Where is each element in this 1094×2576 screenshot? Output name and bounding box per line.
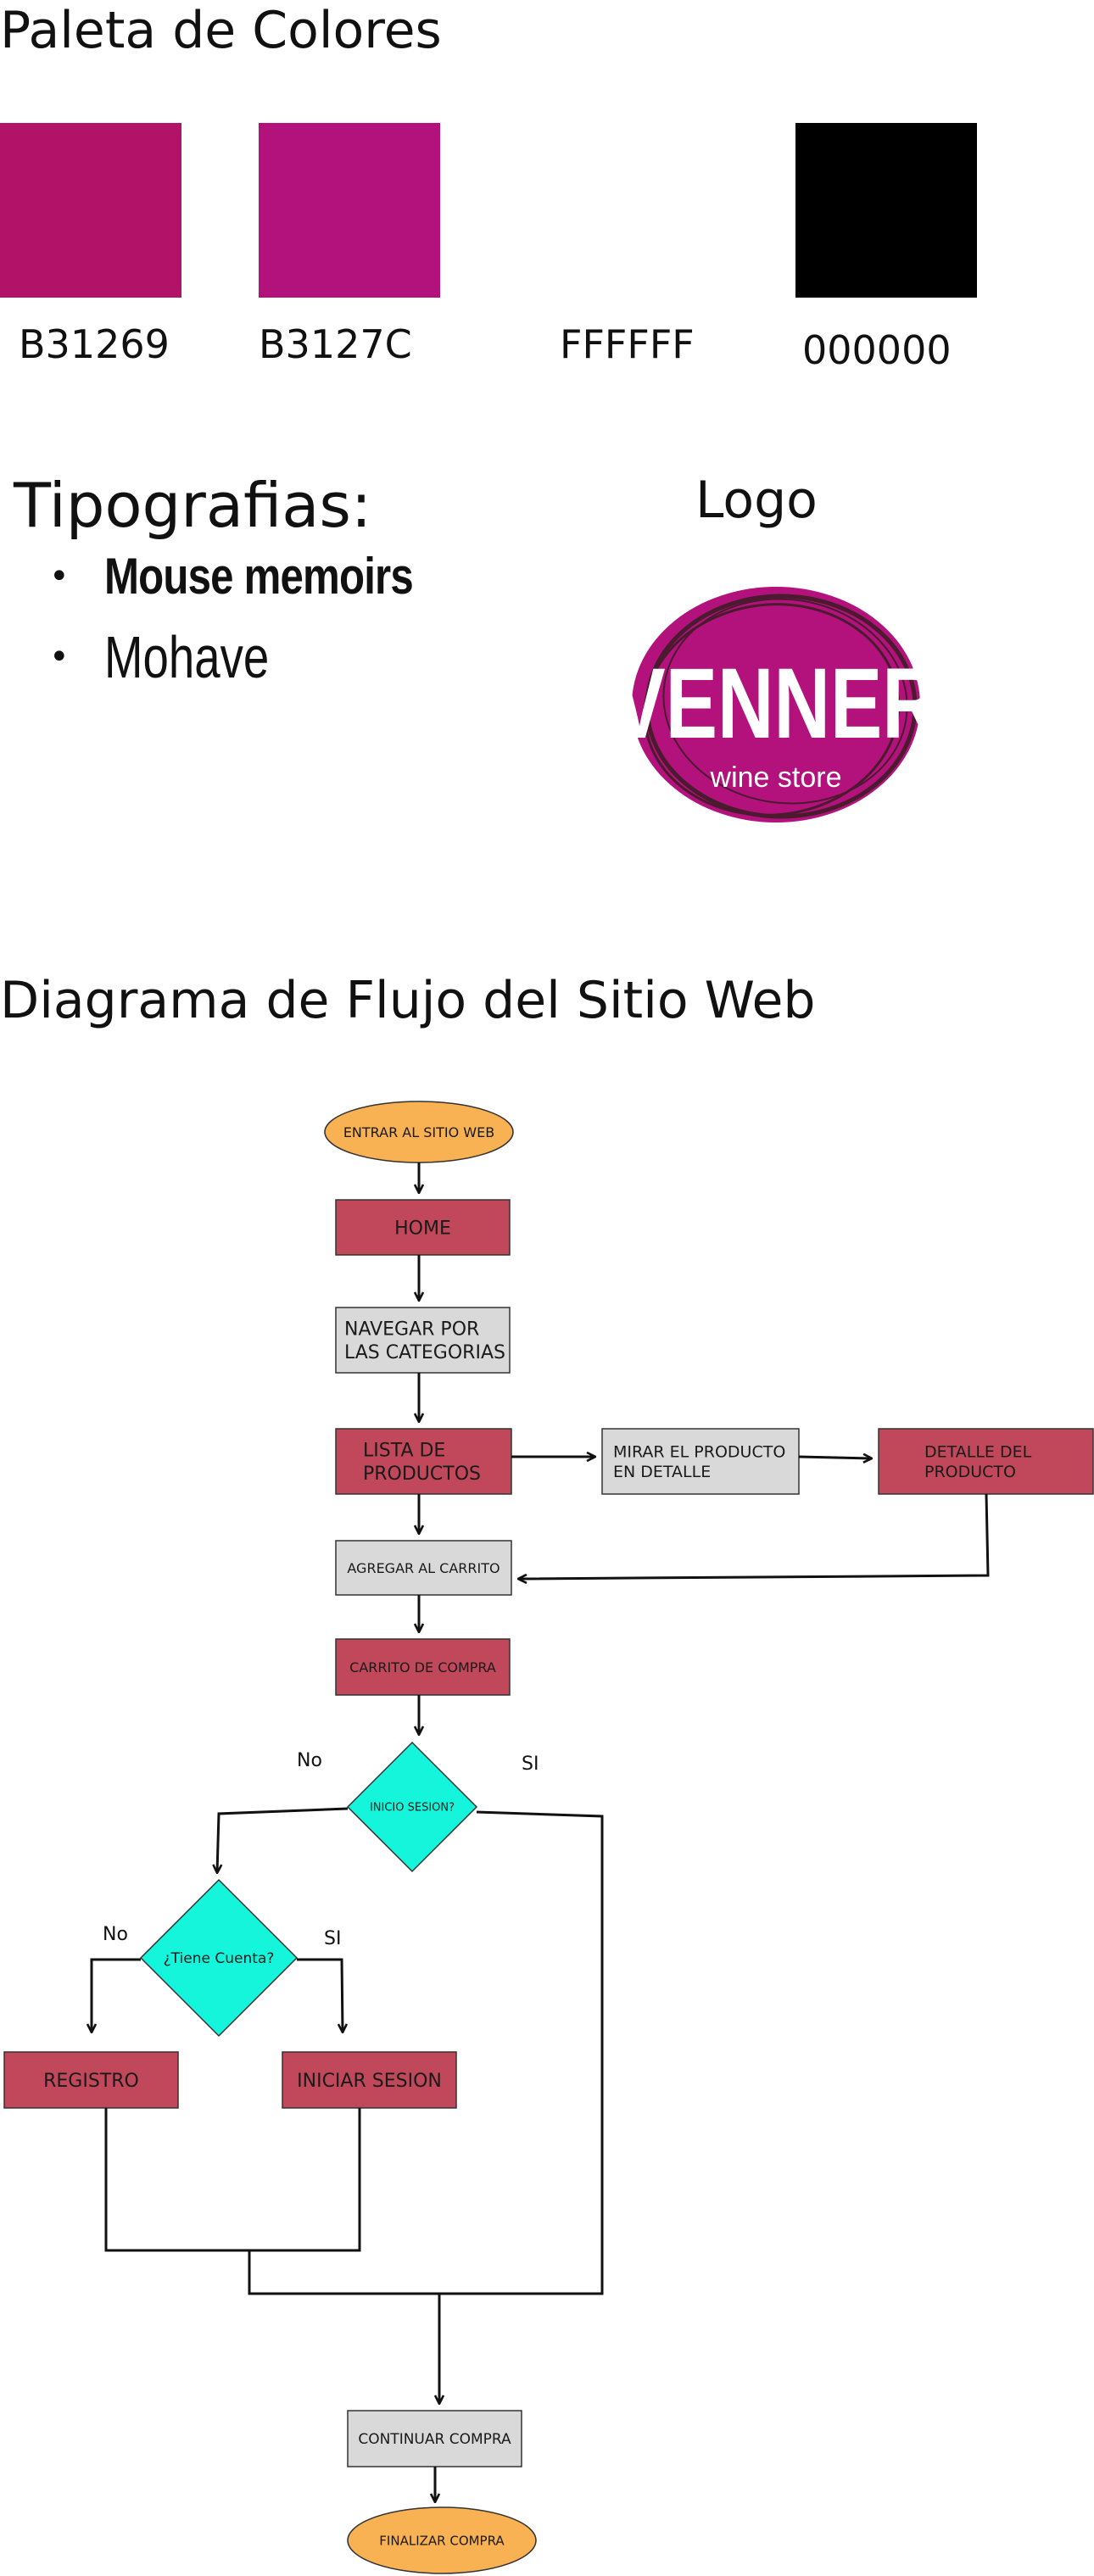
flow-connector (248, 2250, 439, 2404)
flow-node-label: DETALLE DEL (924, 1442, 1032, 1461)
flow-node-label: LISTA DE (363, 1441, 445, 1462)
flow-connector (439, 1810, 604, 2295)
typography-title: Tipografias: (14, 470, 372, 541)
flow-node-label: INICIAR SESION (297, 2071, 442, 2092)
edge-label-account-yes: SI (324, 1928, 341, 1949)
swatch-1 (259, 123, 440, 298)
flow-node-login: INICIAR SESION (282, 2051, 457, 2109)
flow-node-label: MIRAR EL PRODUCTO (613, 1442, 785, 1461)
palette-title: Paleta de Colores (0, 1, 442, 60)
flow-node-label: INICIO SESION? (370, 1802, 455, 1815)
flow-node-has-account: ¿Tiene Cuenta? (139, 1878, 299, 2038)
swatch-0 (0, 123, 181, 298)
flow-node-continue: CONTINUAR COMPRA (347, 2410, 522, 2467)
bullet-icon: • (49, 638, 70, 677)
swatch-2-label: FFFFFF (560, 321, 695, 367)
flow-node-label: ENTRAR AL SITIO WEB (343, 1124, 494, 1140)
flow-node-label: LAS CATEGORIAS (344, 1342, 505, 1363)
flow-node-login-check: INICIO SESION? (346, 1741, 478, 1873)
flow-node-label: REGISTRO (43, 2071, 139, 2092)
swatch-2 (531, 123, 712, 298)
flow-node-label: PRODUCTOS (363, 1464, 481, 1485)
edge-label-account-no: No (103, 1924, 128, 1945)
flow-connector (217, 1807, 349, 1873)
swatch-1-label: B3127C (259, 321, 412, 367)
flow-node-label: PRODUCTO (924, 1463, 1016, 1481)
font-name-mohave: Mohave (104, 624, 270, 690)
font-name-mouse-memoirs: Mouse memoirs (104, 548, 414, 605)
flow-node-label: FINALIZAR COMPRA (379, 2533, 505, 2548)
flow-connector (297, 1958, 343, 2032)
bullet-icon: • (49, 557, 70, 596)
flow-node-view-product: MIRAR EL PRODUCTO EN DETALLE (601, 1428, 800, 1495)
venner-logo: VENNER wine store (628, 587, 924, 822)
flow-node-finish: FINALIZAR COMPRA (347, 2506, 537, 2574)
flow-node-label: CONTINUAR COMPRA (358, 2431, 511, 2448)
flow-title: Diagrama de Flujo del Sitio Web (0, 971, 816, 1030)
flow-node-start: ENTRAR AL SITIO WEB (324, 1101, 514, 1163)
flow-node-label: CARRITO DE COMPRA (349, 1659, 496, 1676)
flow-connector (104, 2108, 361, 2252)
flow-node-label: NAVEGAR POR (344, 1319, 479, 1341)
flow-node-label: AGREGAR AL CARRITO (347, 1560, 500, 1576)
flow-node-label: HOME (394, 1218, 451, 1239)
swatch-0-label: B31269 (19, 321, 170, 367)
edge-label-login-no: No (297, 1750, 322, 1771)
flow-node-register: REGISTRO (3, 2051, 179, 2109)
swatch-3 (795, 123, 977, 298)
flow-connector (92, 1958, 141, 2032)
flow-node-add-cart: AGREGAR AL CARRITO (335, 1540, 512, 1596)
edge-label-login-yes: SI (522, 1754, 539, 1775)
logo-title: Logo (695, 471, 818, 530)
flow-connector (518, 1493, 990, 1579)
logo-brand-text: VENNER (628, 648, 924, 760)
flow-node-product-detail: DETALLE DEL PRODUCTO (878, 1428, 1094, 1495)
flow-node-home: HOME (335, 1199, 511, 1256)
flow-node-cart: CARRITO DE COMPRA (335, 1638, 511, 1696)
flow-connector (798, 1457, 872, 1458)
swatch-3-label: 000000 (802, 327, 952, 373)
flow-node-label: ¿Tiene Cuenta? (164, 1950, 275, 1967)
flow-node-label: EN DETALLE (613, 1463, 711, 1481)
logo-tagline-text: wine store (710, 761, 842, 794)
